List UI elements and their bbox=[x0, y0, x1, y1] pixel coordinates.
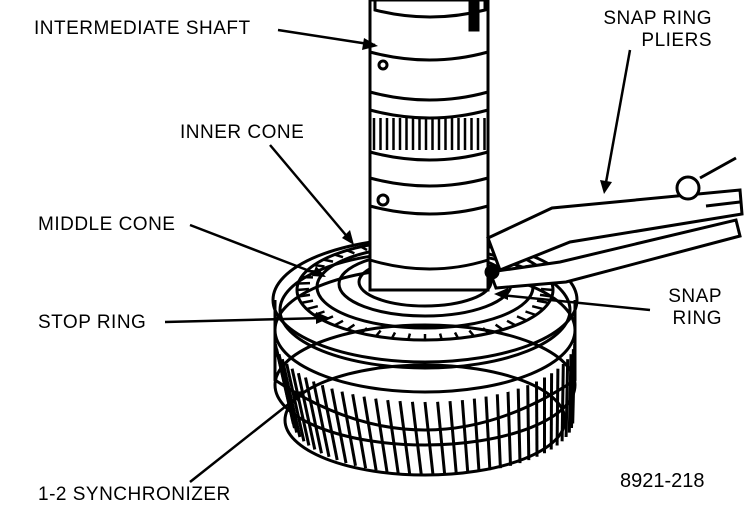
gear-tooth bbox=[351, 394, 368, 469]
gear-tooth bbox=[571, 343, 577, 424]
snap-ring-pliers bbox=[484, 156, 744, 290]
gear-tooth bbox=[304, 377, 323, 454]
gear-tooth bbox=[564, 359, 570, 438]
label-snap-ring-line2: RING bbox=[672, 308, 722, 329]
gear-tooth bbox=[506, 391, 512, 466]
label-middle-cone: MIDDLE CONE bbox=[38, 214, 176, 235]
label-intermediate-shaft: INTERMEDIATE SHAFT bbox=[34, 18, 251, 39]
label-snap-ring-pliers-line1: SNAP RING bbox=[603, 8, 712, 29]
gear-tooth bbox=[330, 388, 348, 464]
gear-tooth bbox=[340, 391, 357, 467]
gear-tooth bbox=[516, 388, 522, 464]
gear-tooth bbox=[495, 394, 502, 469]
gear-tooth bbox=[472, 398, 481, 472]
gear-tooth bbox=[448, 400, 458, 475]
gear-tooth bbox=[567, 354, 573, 433]
gear-tooth bbox=[320, 384, 339, 461]
intermediate-shaft bbox=[368, 0, 490, 292]
gear-teeth bbox=[273, 343, 577, 476]
gear-tooth bbox=[526, 385, 531, 461]
gear-tooth bbox=[290, 368, 311, 446]
gear-tooth bbox=[362, 396, 378, 471]
label-snap-ring-line1: SNAP bbox=[668, 286, 722, 307]
gear-tooth bbox=[312, 381, 331, 458]
label-snap-ring-pliers: SNAP RING PLIERS bbox=[582, 8, 712, 52]
ring-tooth bbox=[297, 293, 311, 298]
gear-tooth bbox=[410, 401, 423, 475]
gear-tooth bbox=[484, 396, 492, 471]
ring-tooth bbox=[531, 304, 544, 311]
gear-tooth bbox=[423, 401, 435, 476]
label-snap-ring: SNAP RING bbox=[640, 286, 722, 330]
leader-lines bbox=[164, 28, 651, 483]
ring-tooth bbox=[540, 287, 554, 292]
label-stop-ring: STOP RING bbox=[38, 312, 147, 333]
gear-tooth bbox=[280, 358, 302, 438]
gear-tooth bbox=[277, 353, 299, 433]
figure-number: 8921-218 bbox=[620, 470, 705, 492]
gear-tooth bbox=[560, 363, 565, 442]
gear-tooth bbox=[374, 398, 389, 473]
shaft-splines bbox=[372, 118, 486, 150]
gear-tooth bbox=[460, 399, 470, 474]
gear-tooth bbox=[398, 400, 412, 475]
ring-tooth bbox=[306, 304, 319, 311]
gear-tooth bbox=[436, 401, 447, 475]
label-synchronizer: 1-2 SYNCHRONIZER bbox=[38, 484, 231, 505]
leader-arrowheads bbox=[292, 38, 612, 402]
gear-tooth bbox=[386, 399, 400, 474]
ring-tooth bbox=[539, 293, 553, 298]
ring-tooth bbox=[301, 299, 314, 305]
ring-tooth bbox=[536, 299, 549, 305]
gear-tooth bbox=[296, 372, 317, 450]
label-snap-ring-pliers-line2: PLIERS bbox=[641, 30, 712, 51]
gear-tooth bbox=[285, 363, 306, 442]
gear-tooth bbox=[555, 368, 560, 446]
gear-tooth bbox=[535, 381, 539, 457]
label-inner-cone: INNER CONE bbox=[180, 122, 305, 143]
ring-tooth bbox=[296, 287, 310, 292]
